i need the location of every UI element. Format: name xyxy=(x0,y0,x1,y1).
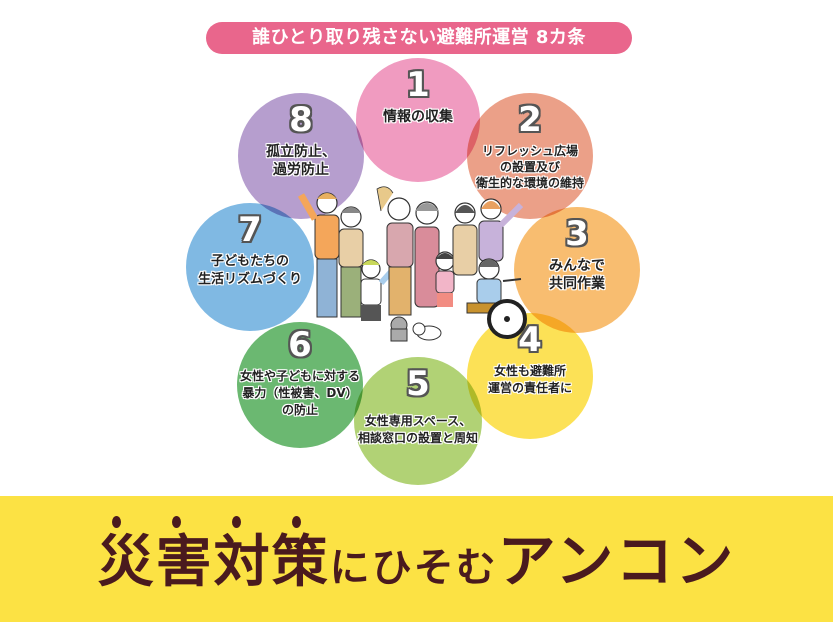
principle-number: 5 xyxy=(406,364,430,404)
principle-text: リフレッシュ広場 の設置及び 衛生的な環境の維持 xyxy=(475,144,584,190)
principle-number: 6 xyxy=(288,325,312,365)
principle-number: 8 xyxy=(289,100,313,140)
principle-8: 8 孤立防止、 過労防止 xyxy=(238,93,364,219)
emphasis-dot xyxy=(172,516,181,528)
principle-text: みんなで 共同作業 xyxy=(549,258,605,292)
dog-icon xyxy=(390,316,408,342)
principle-2: 2 リフレッシュ広場 の設置及び 衛生的な環境の維持 xyxy=(467,93,593,219)
principle-number: 2 xyxy=(518,100,542,140)
circle-1-bg xyxy=(356,58,480,182)
principle-text: 女性専用スペース、 相談窓口の設置と周知 xyxy=(357,414,478,445)
principle-3: 3 みんなで 共同作業 xyxy=(514,207,640,333)
person-grandma-icon xyxy=(414,201,440,308)
person-woman-beige-icon xyxy=(452,202,478,276)
principle-text: 女性や子どもに対する 暴力（性被害、DV） の防止 xyxy=(239,369,360,417)
page-title: 誰ひとり取り残さない避難所運営 8カ条 xyxy=(206,22,632,54)
person-man-orange-icon xyxy=(297,192,340,318)
principle-5: 5 女性専用スペース、 相談窓口の設置と周知 xyxy=(340,357,496,485)
principle-4: 4 女性も避難所 運営の責任者に xyxy=(467,313,593,439)
emphasis-dots xyxy=(112,516,332,528)
principle-6: 6 女性や子どもに対する 暴力（性被害、DV） の防止 xyxy=(222,318,378,444)
emphasis-dot xyxy=(112,516,121,528)
person-child-icon xyxy=(360,259,402,321)
wheelchair-icon xyxy=(466,258,527,339)
banner-title-part3: アンコン xyxy=(497,527,736,595)
principle-number: 4 xyxy=(518,320,542,360)
principle-7: 7 子どもたちの 生活リズムづくり xyxy=(186,203,314,331)
principle-text: 子どもたちの 生活リズムづくり xyxy=(197,254,302,287)
family-illustration xyxy=(297,186,527,342)
principle-text: 女性も避難所 運営の責任者に xyxy=(487,364,572,395)
banner-title: 災害対策にひそむアンコン xyxy=(0,526,833,603)
person-grandpa-icon xyxy=(376,186,414,316)
principle-number: 7 xyxy=(238,210,262,250)
circle-3-bg xyxy=(514,207,640,333)
banner-title-part2: にひそむ xyxy=(329,545,498,591)
principle-text: 情報の収集 xyxy=(383,109,453,125)
emphasis-dot xyxy=(232,516,241,528)
principle-number: 1 xyxy=(406,65,430,105)
emphasis-dot xyxy=(292,516,301,528)
cat-icon xyxy=(412,322,442,341)
person-man-beige-icon xyxy=(338,206,364,318)
principle-text: 孤立防止、 過労防止 xyxy=(266,144,336,178)
bottom-banner: 災害対策にひそむアンコン xyxy=(0,496,833,622)
person-woman-purple-icon xyxy=(478,198,524,262)
principle-1: 1 情報の収集 xyxy=(356,58,480,182)
principle-number: 3 xyxy=(565,214,589,254)
banner-title-part1: 災害対策 xyxy=(97,530,330,595)
circle-7-bg xyxy=(186,203,314,331)
circle-2-bg xyxy=(467,93,593,219)
person-girl-icon xyxy=(435,251,455,307)
circle-5-bg xyxy=(354,357,482,485)
circle-4-bg xyxy=(467,313,593,439)
circle-6-bg xyxy=(237,322,363,448)
